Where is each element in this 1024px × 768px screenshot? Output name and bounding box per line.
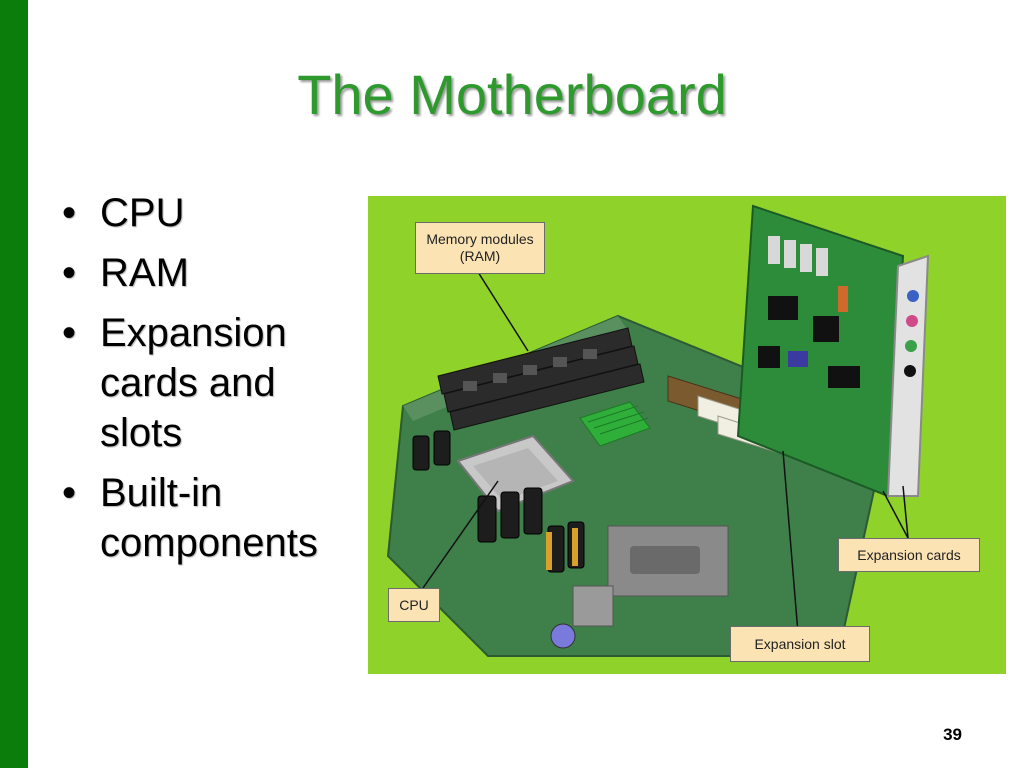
chipset-heatsink: [579, 401, 651, 447]
bullet-list: CPU RAM Expansion cards and slots Built-…: [60, 188, 360, 578]
callout-expansion-cards: Expansion cards: [838, 538, 980, 572]
slide-title: The Motherboard: [297, 63, 727, 126]
callout-cpu: CPU: [388, 588, 440, 622]
bullet-item: Expansion cards and slots: [60, 308, 360, 458]
page-number: 39: [943, 725, 962, 744]
callout-memory: Memory modules (RAM): [415, 222, 545, 274]
capacitors: [412, 430, 585, 573]
bullet-item: RAM: [60, 248, 360, 298]
bullet-item: CPU: [60, 188, 360, 238]
expansion-card: [736, 204, 905, 498]
left-accent-bar: [0, 0, 28, 768]
callout-lines: [422, 271, 909, 634]
bullet-item: Built-in components: [60, 468, 360, 568]
ram-modules: [437, 327, 645, 431]
motherboard-figure: Memory modules (RAM) CPU Expansion cards…: [368, 196, 1006, 674]
callout-expansion-slot: Expansion slot: [730, 626, 870, 662]
rear-io-ports: [550, 525, 729, 649]
